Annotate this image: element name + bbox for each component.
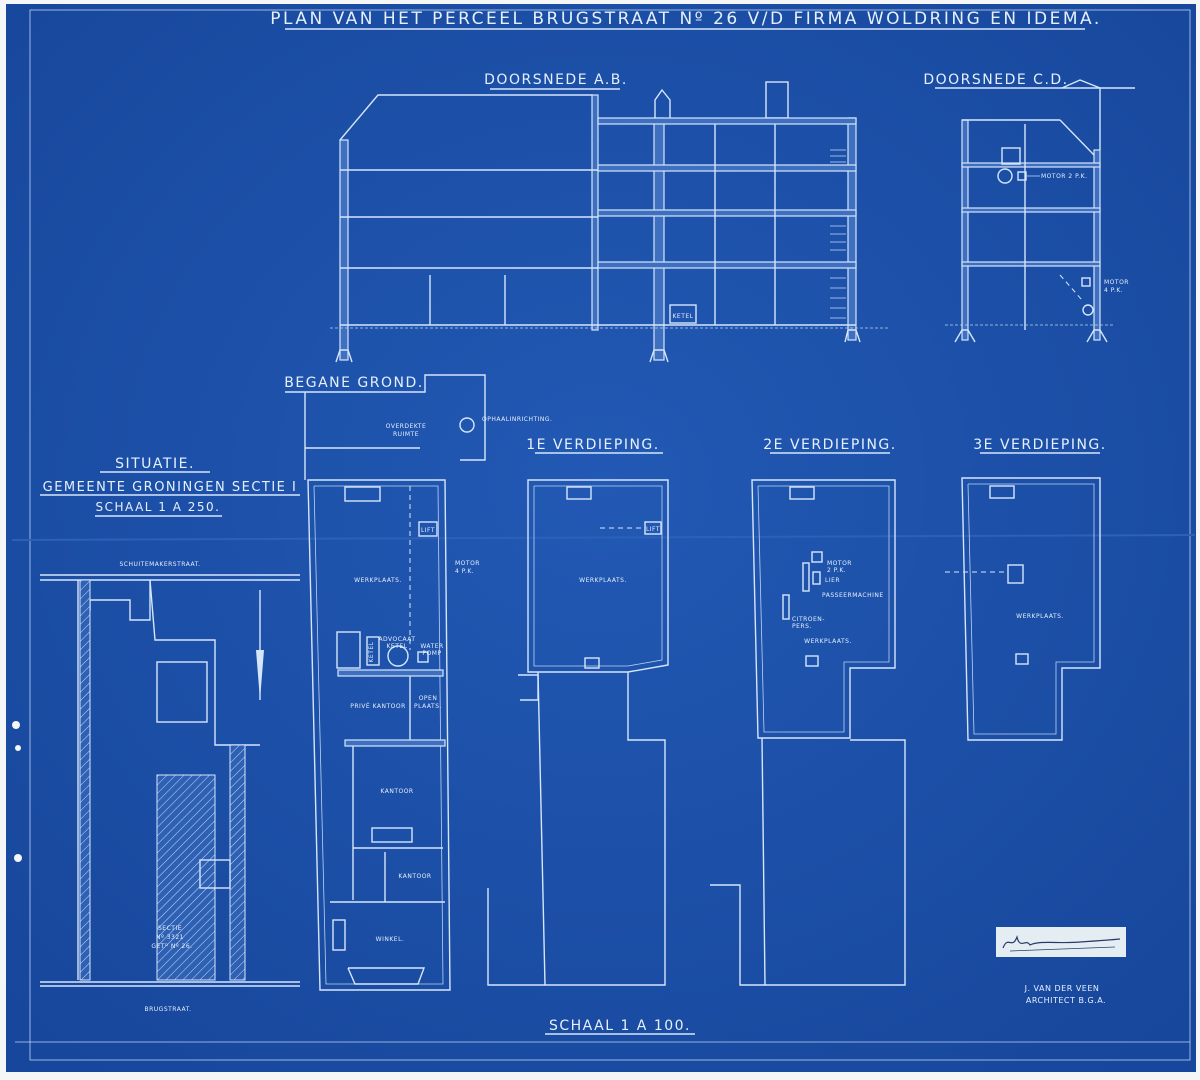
footer: SCHAAL 1 A 100. J. VAN DER VEEN ARCHITEC… bbox=[545, 927, 1126, 1035]
ground-floor-heading: BEGANE GROND. bbox=[284, 375, 423, 391]
street-top: SCHUITEMAKERSTRAAT. bbox=[120, 561, 201, 568]
label-pump-1: WATER bbox=[420, 643, 443, 650]
label-open-1: OPEN bbox=[419, 695, 438, 702]
label-pump-2: POMP bbox=[422, 650, 441, 657]
label-press-1: CITROEN- bbox=[792, 616, 825, 623]
label-motor-bottom-1: MOTOR bbox=[1104, 279, 1129, 286]
label-passing-machine: PASSEERMACHINE bbox=[822, 592, 884, 599]
title-text: PLAN VAN HET PERCEEL BRUGSTRAAT Nº 26 V/… bbox=[270, 9, 1102, 29]
label-motor-1: MOTOR bbox=[455, 560, 480, 567]
label-motor-bottom-2: 4 P.K. bbox=[1104, 287, 1123, 294]
second-floor-plan: 2E VERDIEPING. MOTOR 2 P.K. LIER PASSEER… bbox=[710, 437, 906, 986]
label-workshop-3f: WERKPLAATS. bbox=[1016, 613, 1064, 620]
label-motor-top: MOTOR 2 P.K. bbox=[1041, 173, 1088, 180]
label-hoist: OPHAALINRICHTING. bbox=[482, 416, 552, 423]
situation-plan: SITUATIE. GEMEENTE GRONINGEN SECTIE I SC… bbox=[40, 456, 300, 1013]
label-winch: LIER bbox=[825, 577, 840, 584]
main-scale: SCHAAL 1 A 100. bbox=[549, 1018, 691, 1034]
label-open-2: PLAATS. bbox=[414, 703, 442, 710]
situation-heading: SITUATIE. bbox=[115, 456, 195, 472]
parcel-label-3: GETᴰ Nº 26. bbox=[151, 943, 192, 950]
third-floor-plan: 3E VERDIEPING. WERKPLAATS. bbox=[945, 437, 1106, 741]
label-motor-2: 4 P.K. bbox=[455, 568, 474, 575]
label-motor-2f-1: MOTOR bbox=[827, 560, 852, 567]
label-advocaat-1: ADVOCAAT bbox=[378, 636, 415, 643]
label-covered-1: OVERDEKTE bbox=[386, 423, 427, 430]
label-boiler: KETEL bbox=[672, 313, 693, 320]
section-ab-heading: DOORSNEDE A.B. bbox=[484, 72, 628, 88]
signature bbox=[996, 927, 1126, 957]
label-shop: WINKEL. bbox=[376, 936, 405, 943]
label-lift: LIFT bbox=[421, 527, 435, 534]
second-floor-heading: 2E VERDIEPING. bbox=[763, 437, 896, 453]
sheet-title: PLAN VAN HET PERCEEL BRUGSTRAAT Nº 26 V/… bbox=[270, 9, 1102, 30]
label-private-office: PRIVÉ KANTOOR bbox=[350, 702, 406, 710]
parcel-label-1: SECTIE bbox=[158, 925, 182, 932]
label-motor-2f-2: 2 P.K. bbox=[827, 567, 846, 574]
first-floor-heading: 1E VERDIEPING. bbox=[526, 437, 659, 453]
label-lift-1f: LIFT bbox=[646, 526, 660, 533]
fold-line bbox=[11, 534, 1196, 541]
punch-hole bbox=[12, 721, 20, 729]
section-cd: DOORSNEDE C.D. MOTOR 2 P.K. MOTOR 4 P.K. bbox=[923, 72, 1135, 343]
label-press-2: PERS. bbox=[792, 623, 812, 630]
punch-hole bbox=[15, 745, 21, 751]
label-covered-2: RUIMTE bbox=[393, 431, 419, 438]
label-advocaat-2: KETEL bbox=[386, 643, 407, 650]
street-bottom: BRUGSTRAAT. bbox=[145, 1006, 192, 1013]
label-boiler-ground: KETEL bbox=[368, 641, 375, 662]
ground-floor-plan: BEGANE GROND. OVERDEKTE RUIMTE OPHAALINR… bbox=[284, 374, 552, 991]
section-cd-heading: DOORSNEDE C.D. bbox=[923, 72, 1068, 88]
punch-hole bbox=[14, 854, 22, 862]
architect-title: ARCHITECT B.G.A. bbox=[1026, 996, 1106, 1005]
label-workshop-2f: WERKPLAATS. bbox=[804, 638, 852, 645]
label-office-1: KANTOOR bbox=[380, 788, 413, 795]
label-workshop: WERKPLAATS. bbox=[354, 577, 402, 584]
situation-municipality: GEMEENTE GRONINGEN SECTIE I bbox=[43, 480, 298, 495]
label-workshop-1f: WERKPLAATS. bbox=[579, 577, 627, 584]
section-ab: DOORSNEDE A.B. KETEL bbox=[330, 72, 890, 363]
parcel-label-2: Nº 3321 bbox=[156, 934, 184, 941]
label-office-2: KANTOOR bbox=[398, 873, 431, 880]
first-floor-plan: 1E VERDIEPING. LIFT WERKPLAATS. bbox=[487, 437, 669, 986]
third-floor-heading: 3E VERDIEPING. bbox=[973, 437, 1106, 453]
architect-name: J. VAN DER VEEN bbox=[1024, 984, 1100, 993]
situation-scale: SCHAAL 1 A 250. bbox=[96, 500, 221, 514]
